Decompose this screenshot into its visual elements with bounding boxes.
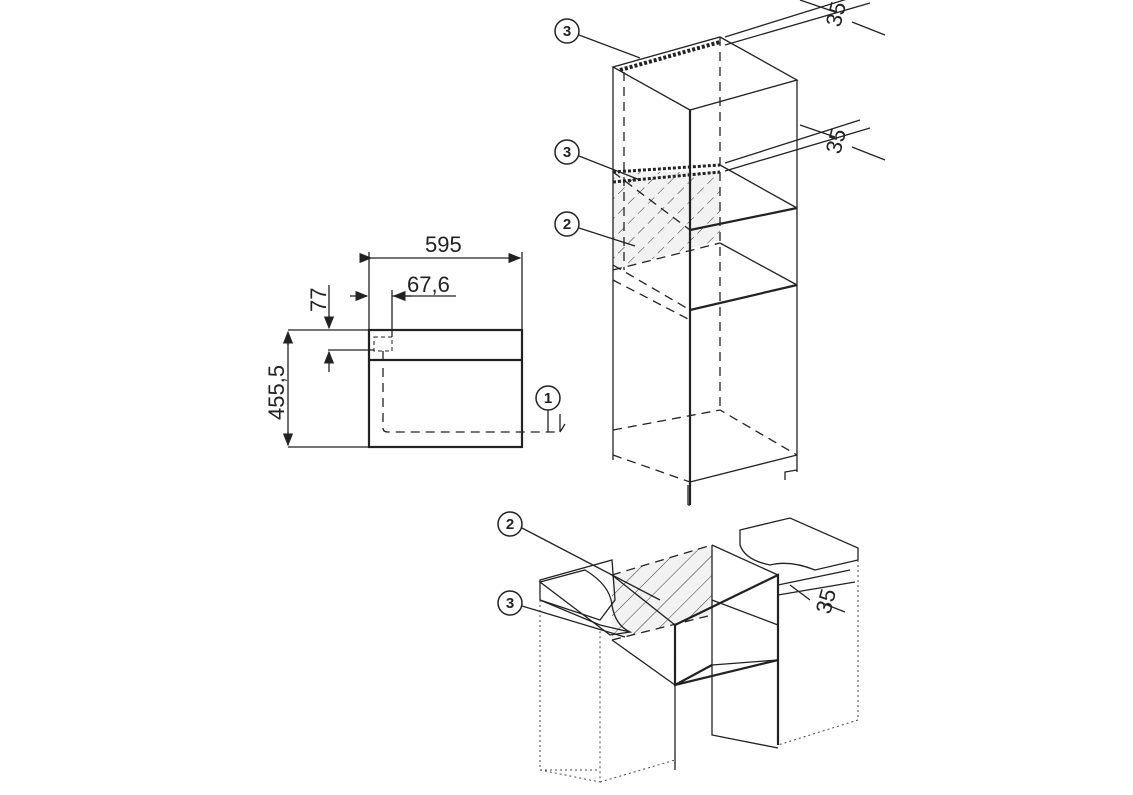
svg-text:3: 3 bbox=[506, 595, 514, 612]
connection-box bbox=[373, 336, 393, 352]
svg-text:2: 2 bbox=[506, 516, 514, 533]
tall-cabinet: 35 35 bbox=[611, 0, 886, 506]
callout-2-base: 2 bbox=[497, 511, 661, 601]
callout-3-shelf: 3 bbox=[554, 139, 641, 181]
height-dimension: 455,5 bbox=[264, 365, 289, 420]
appliance-body bbox=[367, 328, 524, 449]
callout-3-base: 3 bbox=[497, 590, 626, 638]
cable-route bbox=[382, 351, 560, 433]
width-dimension: 595 bbox=[425, 232, 462, 257]
callout-1: 1 bbox=[535, 385, 561, 432]
ventilation-area-base bbox=[612, 545, 712, 640]
gap-base-dimension: 35 bbox=[811, 586, 841, 616]
base-cabinet: 35 bbox=[538, 517, 859, 783]
callout-3-top: 3 bbox=[554, 18, 641, 59]
gap-mid-dimension: 35 bbox=[821, 126, 851, 156]
appliance-front-view: 595 67,6 77 455,5 bbox=[264, 232, 566, 449]
gap-top-dimension: 35 bbox=[821, 0, 851, 29]
svg-text:3: 3 bbox=[563, 23, 571, 40]
svg-text:3: 3 bbox=[563, 144, 571, 161]
svg-text:1: 1 bbox=[544, 390, 552, 407]
ventilation-area bbox=[613, 172, 720, 270]
svg-text:2: 2 bbox=[563, 216, 571, 233]
callout-2-tall: 2 bbox=[554, 211, 636, 247]
offset-x-dimension: 67,6 bbox=[407, 272, 450, 297]
offset-y-dimension: 77 bbox=[306, 288, 331, 312]
